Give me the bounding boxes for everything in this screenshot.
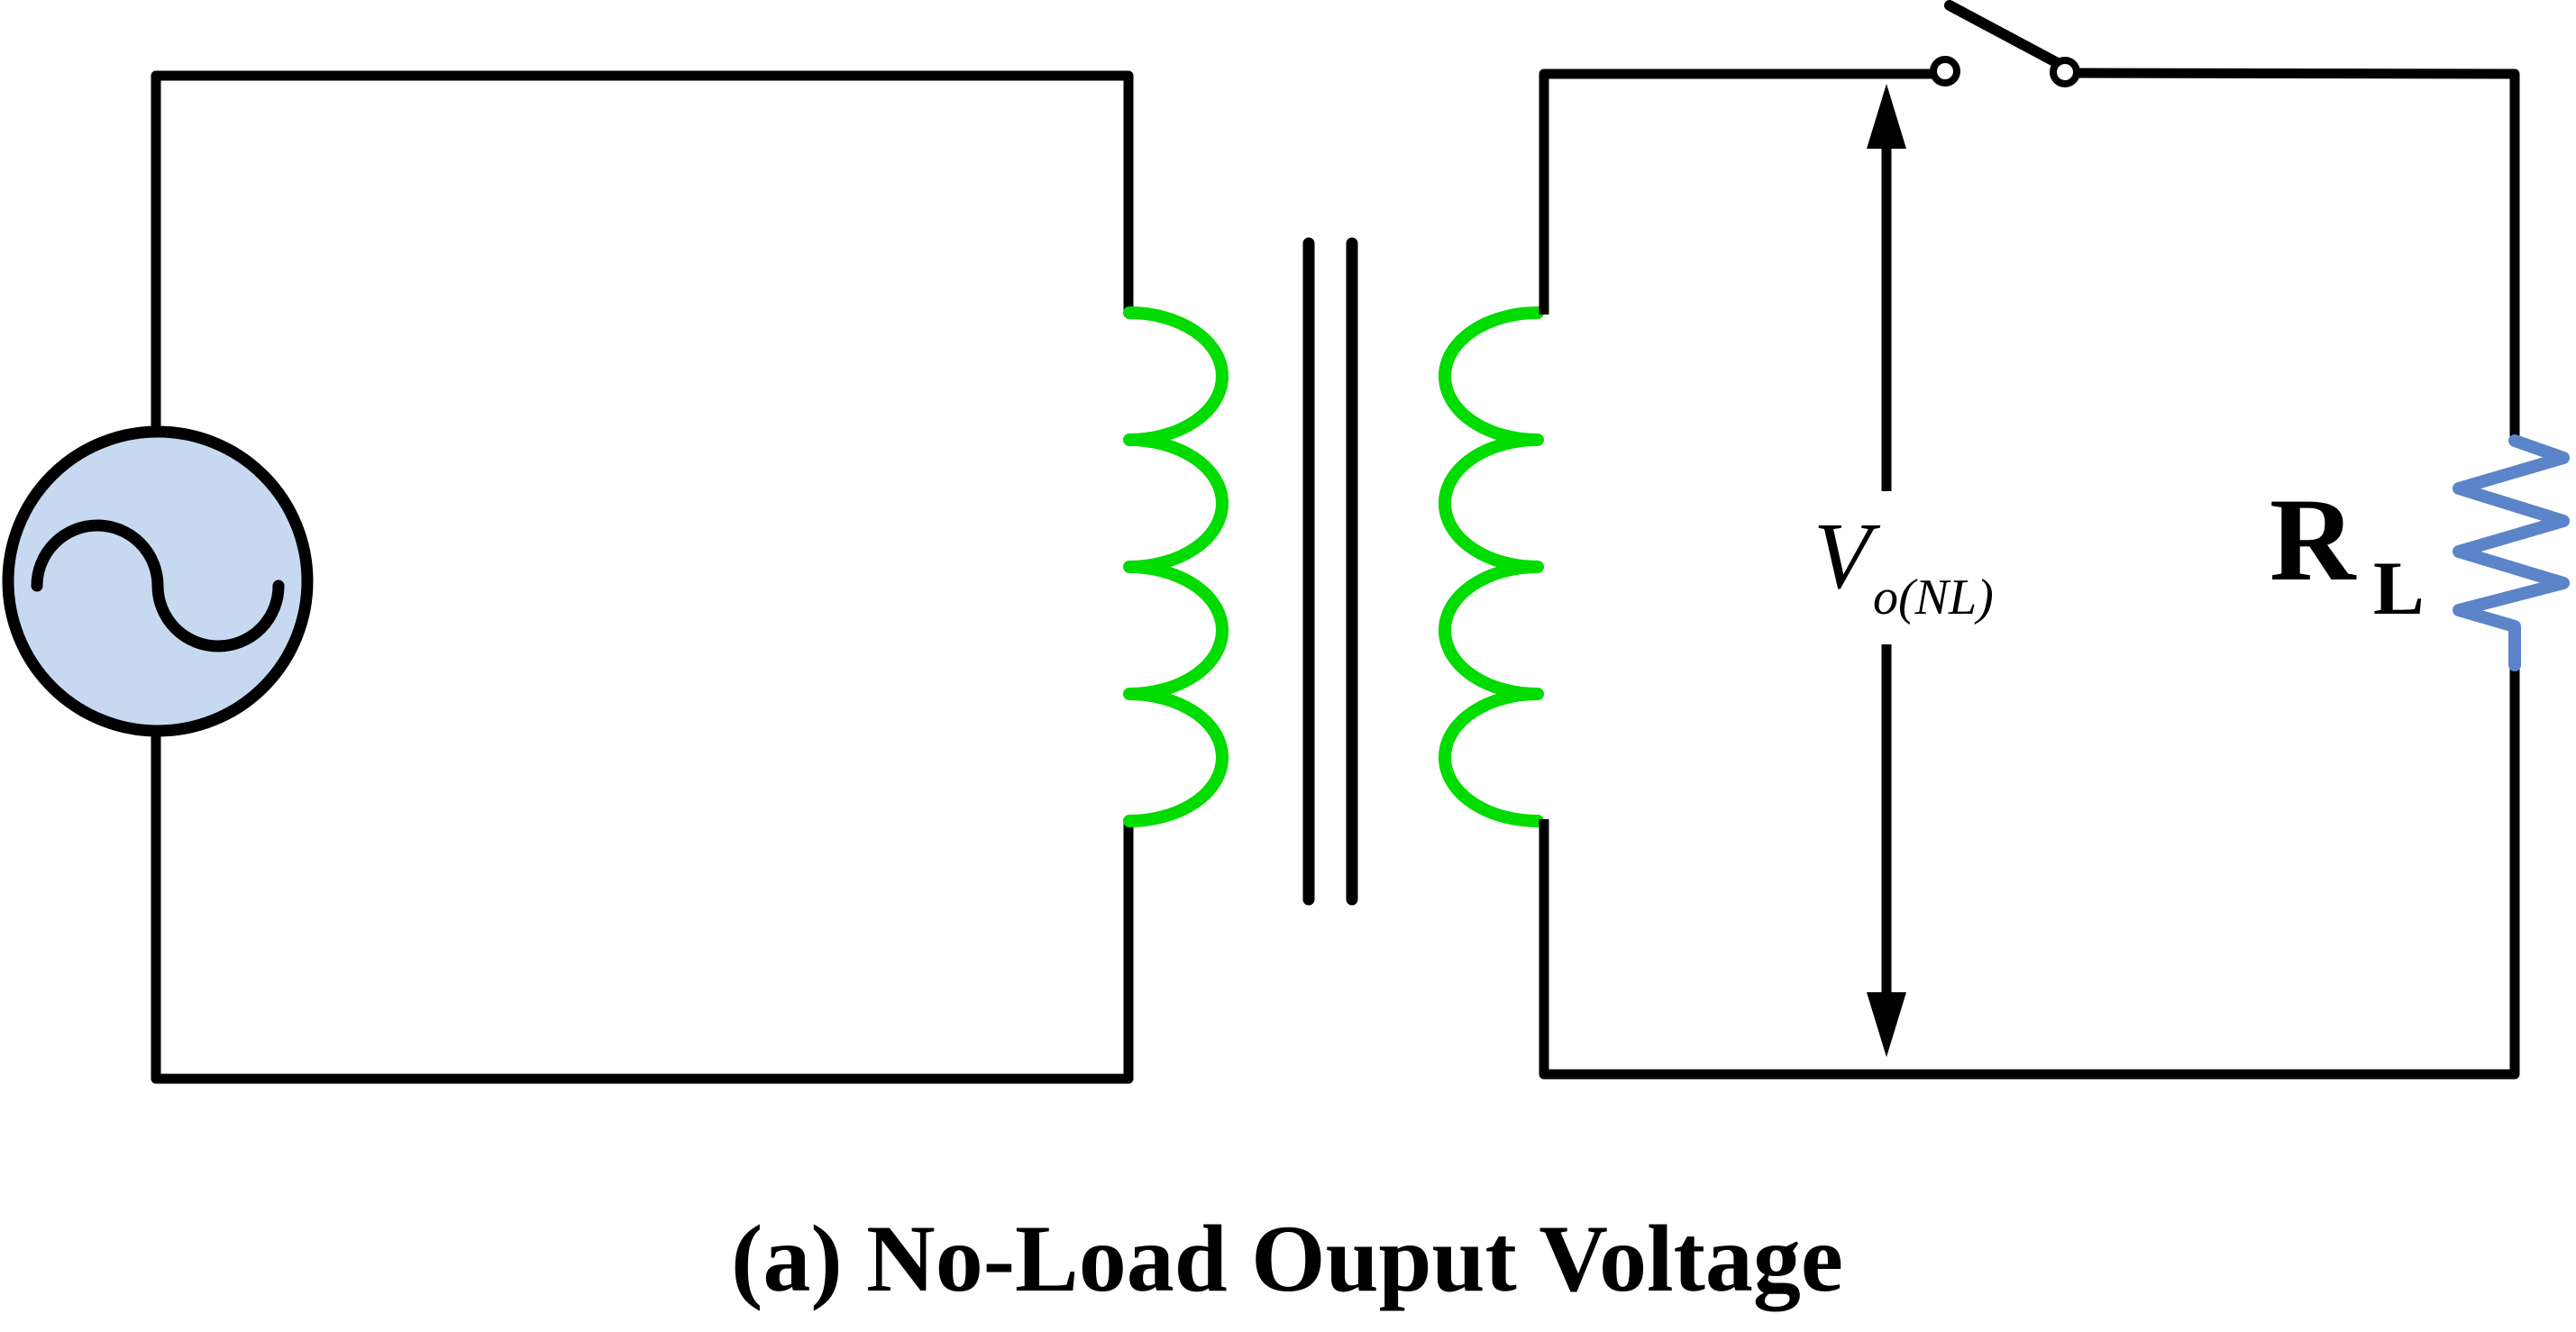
transformer-core <box>1302 237 1358 906</box>
ac-source-icon <box>2 425 314 737</box>
resistor-label: R L <box>2270 473 2425 631</box>
voltage-label-subscript: o(NL) <box>1873 570 1994 625</box>
secondary-loop-wire-bottom <box>1539 665 2520 1080</box>
transformer <box>1123 237 1544 906</box>
voltage-label: V o(NL) <box>1813 503 1994 625</box>
open-switch-icon <box>1930 0 2080 87</box>
voltage-label-base: V <box>1813 503 1881 608</box>
switch-blade <box>1944 0 2061 68</box>
secondary-loop <box>1539 0 2570 1080</box>
secondary-loop-wire-left-top <box>1539 68 1932 315</box>
primary-loop-wire-top <box>151 70 1134 434</box>
resistor-label-subscript: L <box>2373 546 2425 631</box>
sine-wave-icon <box>31 519 285 652</box>
voltage-measure-arrow <box>1867 84 1906 1057</box>
primary-loop <box>2 70 1134 1084</box>
load-resistor-icon <box>2453 434 2570 671</box>
figure-caption: (a) No-Load Ouput Voltage <box>731 1206 1843 1311</box>
transformer-primary-coil <box>1123 306 1229 827</box>
resistor-label-base: R <box>2270 473 2357 606</box>
arrowhead-up-icon <box>1867 84 1906 149</box>
primary-loop-wire-bottom <box>151 728 1134 1084</box>
switch-terminal-left <box>1930 56 1960 87</box>
transformer-secondary-coil <box>1439 306 1544 827</box>
switch-terminal-right <box>2050 57 2080 87</box>
arrowhead-down-icon <box>1867 992 1906 1057</box>
secondary-loop-wire-right-top <box>2078 68 2520 441</box>
